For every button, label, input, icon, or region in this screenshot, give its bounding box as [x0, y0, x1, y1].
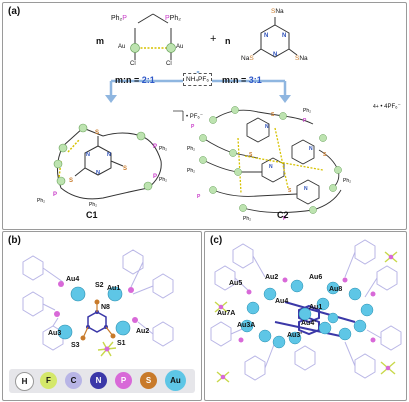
svg-text:N: N [269, 164, 273, 170]
atom-n8: N8 [101, 304, 110, 311]
ph2p-left: Ph₂P [111, 15, 127, 22]
structure-c2: N N N N S S S S P Ph₂ Ph₂ P Ph₂ P Ph₂ Ph… [187, 106, 351, 222]
svg-text:Ph₂: Ph₂ [187, 168, 195, 174]
c1-label: C1 [86, 210, 98, 220]
svg-text:S: S [288, 188, 292, 194]
svg-text:P: P [303, 118, 307, 124]
coefficient-n: n [225, 36, 231, 46]
c1-crystal-structure [22, 249, 174, 357]
atom-s3: S3 [71, 342, 80, 349]
svg-text:N: N [282, 33, 286, 39]
additive-nh4pf6: NH₄PF₆ [183, 73, 212, 86]
atom-au3: Au3 [48, 330, 62, 337]
legend-h: H [15, 372, 34, 391]
svg-text:Ph₂: Ph₂ [89, 202, 97, 208]
atom-s2: S2 [95, 282, 104, 289]
ratio-left: m:n = 2:1 [115, 75, 155, 85]
atom-au3a: Au3A [237, 322, 256, 329]
legend-s: S [140, 372, 157, 389]
svg-text:P: P [197, 194, 201, 200]
coefficient-m: m [96, 36, 105, 46]
svg-text:S: S [323, 152, 327, 158]
atom-au8: Au8 [329, 286, 343, 293]
atom-au4: Au4 [275, 298, 289, 305]
svg-text:Ph₂: Ph₂ [37, 198, 45, 204]
reactant-trithiocyanurate: N N N [252, 17, 298, 58]
svg-text:Ph₂: Ph₂ [187, 146, 195, 152]
panel-c-crystal-c2: (c) [204, 231, 407, 401]
svg-text:N: N [273, 52, 277, 58]
atom-au2: Au2 [265, 274, 279, 281]
plus-sign: + [210, 33, 217, 45]
element-legend: H F C N P S Au [9, 369, 195, 393]
atom-au4: Au4 [66, 276, 80, 283]
sna-top: SNa [271, 8, 284, 15]
au-left: Au [118, 44, 126, 50]
svg-text:S: S [95, 130, 99, 136]
structure-c1: N N N S S S P P P Ph₂ Ph₂ Ph₂ Ph₂ [37, 110, 184, 208]
svg-text:Ph₂: Ph₂ [159, 146, 167, 152]
atom-s1: S1 [117, 340, 126, 347]
svg-text:S: S [271, 112, 275, 118]
svg-text:S: S [69, 178, 73, 184]
legend-n: N [90, 372, 107, 389]
panel-b-crystal-c1: (b) [2, 231, 202, 401]
atom-au5: Au5 [229, 280, 243, 287]
atom-au1: Au1 [309, 304, 323, 311]
c2-crystal-structure [210, 239, 402, 383]
atom-au2: Au2 [136, 328, 150, 335]
panel-a-label: (a) [8, 6, 21, 17]
svg-text:P: P [191, 124, 195, 130]
svg-text:P: P [53, 192, 57, 198]
c2-counterion: 4+ • 4PF₆⁻ [373, 104, 401, 110]
svg-text:Ph₂: Ph₂ [243, 216, 251, 222]
ratio-right: m:n = 3:1 [222, 75, 262, 85]
sna-right: SNa [295, 55, 308, 62]
atom-au6: Au6 [309, 274, 323, 281]
panel-c-label: (c) [210, 235, 223, 246]
c2-label: C2 [277, 210, 289, 220]
svg-text:P: P [153, 174, 157, 180]
cl-left: Cl [130, 61, 136, 67]
atom-au1: Au1 [107, 285, 121, 292]
panel-b-label: (b) [8, 235, 21, 246]
cl-right: Cl [166, 61, 172, 67]
svg-text:P: P [153, 144, 157, 150]
svg-text:N: N [304, 186, 308, 192]
c1-counterion: • PF₆⁻ [186, 114, 204, 120]
legend-au: Au [165, 370, 186, 391]
pph2-right: PPh₂ [165, 15, 181, 22]
nas-left: NaS [241, 55, 254, 62]
reactant-dppm-aucl2 [130, 13, 176, 60]
svg-text:Ph₂: Ph₂ [343, 178, 351, 184]
legend-f: F [40, 372, 57, 389]
svg-text:N: N [309, 146, 313, 152]
panel-a-synthesis: (a) m Ph₂P PPh₂ Au Au Cl Cl + n N N N SN… [2, 2, 407, 230]
legend-c: C [65, 372, 82, 389]
atom-au7a: Au7A [217, 310, 236, 317]
atom-au4-prime: Au4' [301, 320, 316, 327]
svg-text:Ph₂: Ph₂ [303, 108, 311, 114]
svg-text:S: S [249, 152, 253, 158]
svg-text:N: N [264, 33, 268, 39]
svg-text:N: N [107, 152, 111, 158]
atom-au3-prime: Au3' [287, 332, 302, 339]
svg-text:P: P [283, 216, 287, 222]
au-right: Au [176, 44, 184, 50]
legend-p: P [115, 372, 132, 389]
svg-text:S: S [123, 166, 127, 172]
svg-text:Ph₂: Ph₂ [159, 177, 167, 183]
svg-text:N: N [265, 124, 269, 130]
svg-text:N: N [96, 170, 100, 176]
svg-text:N: N [86, 152, 90, 158]
